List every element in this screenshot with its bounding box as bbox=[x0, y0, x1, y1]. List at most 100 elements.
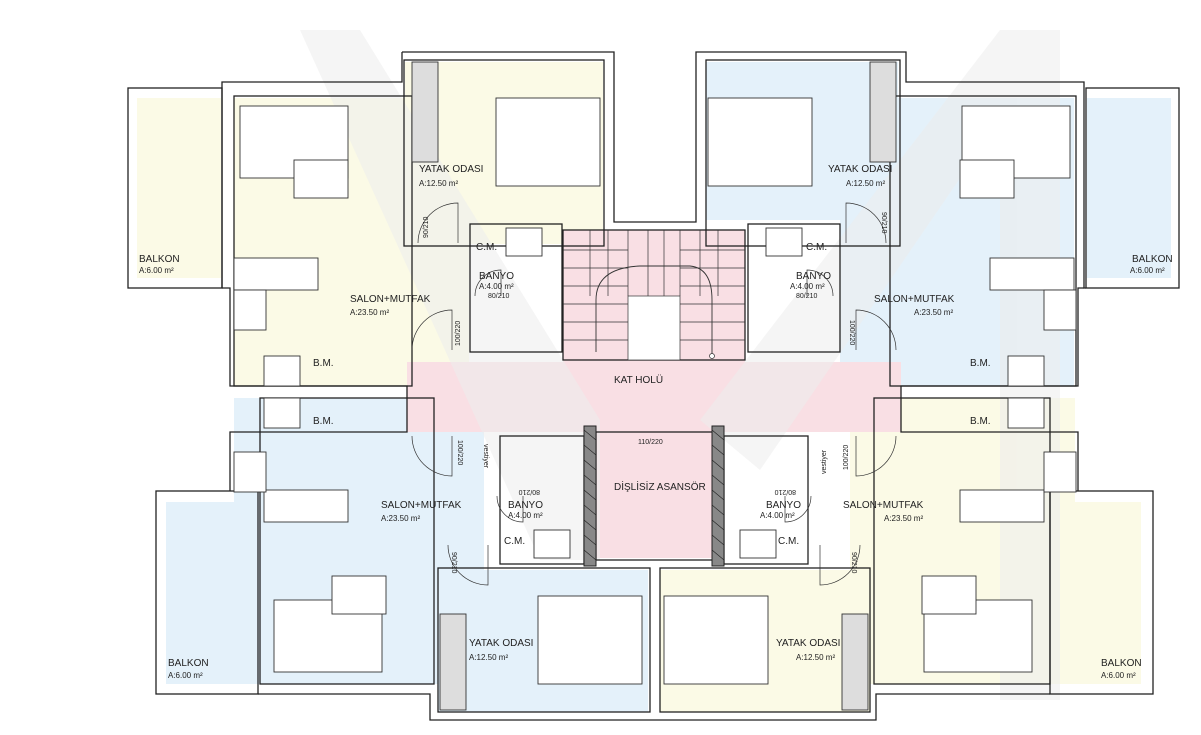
hob-tl bbox=[233, 289, 267, 331]
bed-tl bbox=[495, 97, 601, 187]
br-living-door: 100/220 bbox=[843, 445, 850, 470]
tr-bath-name: BANYO bbox=[796, 271, 831, 282]
tr-bedroom-door: 90/210 bbox=[880, 212, 887, 234]
tl-bath-area: A:4.00 m² bbox=[479, 282, 514, 291]
tl-bath-door: 80/210 bbox=[488, 293, 510, 300]
wardrobe-br bbox=[841, 613, 869, 711]
counter-tr bbox=[989, 257, 1075, 291]
washbasin-tr bbox=[765, 227, 803, 257]
bl-balcony-fill bbox=[166, 502, 250, 684]
table-bl bbox=[331, 575, 387, 615]
bed-bl bbox=[537, 595, 643, 685]
table-br bbox=[921, 575, 977, 615]
bl-vestiyer-label: vestiyer bbox=[482, 444, 489, 469]
br-living-area: A:23.50 m² bbox=[884, 514, 923, 523]
br-bath-door: 80/210 bbox=[774, 488, 796, 495]
tr-balcony-area: A:6.00 m² bbox=[1130, 266, 1165, 275]
sink-tr bbox=[1007, 355, 1045, 387]
labels-top-left: YATAK ODASI A:12.50 m² 90/210 SALON+MUTF… bbox=[139, 164, 514, 369]
bed-br bbox=[663, 595, 769, 685]
elevator-shaft-walls bbox=[583, 425, 725, 567]
tl-bedroom-door: 90/210 bbox=[423, 216, 430, 238]
tl-bath-name: BANYO bbox=[479, 271, 514, 282]
bl-wc-label: C.M. bbox=[504, 536, 525, 547]
hob-bl bbox=[233, 451, 267, 493]
br-living-name: SALON+MUTFAK bbox=[843, 500, 924, 511]
hob-tr bbox=[1043, 289, 1077, 331]
tl-storage-label: B.M. bbox=[313, 358, 334, 369]
tr-bedroom-name: YATAK ODASI bbox=[828, 164, 892, 175]
tl-living-name: SALON+MUTFAK bbox=[350, 294, 431, 305]
labels-bottom-left: YATAK ODASI A:12.50 m² 90/210 SALON+MUTF… bbox=[168, 416, 543, 680]
bl-balcony-area: A:6.00 m² bbox=[168, 671, 203, 680]
tr-bath-door: 80/210 bbox=[796, 293, 818, 300]
sink-br bbox=[1007, 397, 1045, 429]
bl-bath-area: A:4.00 m² bbox=[508, 511, 543, 520]
labels-top-right: YATAK ODASI A:12.50 m² 90/210 SALON+MUTF… bbox=[790, 164, 1173, 369]
tl-balcony-area: A:6.00 m² bbox=[139, 266, 174, 275]
br-balcony-fill bbox=[1057, 502, 1141, 684]
elevator-label: DİŞLİSİZ ASANSÖR bbox=[614, 480, 706, 493]
washbasin-br bbox=[739, 529, 777, 559]
tl-living-area: A:23.50 m² bbox=[350, 308, 389, 317]
bl-bedroom-door: 90/210 bbox=[450, 552, 457, 574]
tr-bath-area: A:4.00 m² bbox=[790, 282, 825, 291]
tl-wc-label: C.M. bbox=[476, 242, 497, 253]
br-storage-label: B.M. bbox=[970, 416, 991, 427]
bl-balcony-name: BALKON bbox=[168, 658, 209, 669]
bl-living-name: SALON+MUTFAK bbox=[381, 500, 462, 511]
counter-tl bbox=[233, 257, 319, 291]
tr-wc-label: C.M. bbox=[806, 242, 827, 253]
tr-balcony-name: BALKON bbox=[1132, 254, 1173, 265]
bed-tr bbox=[707, 97, 813, 187]
wardrobe-tl bbox=[411, 61, 439, 163]
tl-bedroom-name: YATAK ODASI bbox=[419, 164, 483, 175]
washbasin-bl bbox=[533, 529, 571, 559]
br-balcony-name: BALKON bbox=[1101, 658, 1142, 669]
tl-bedroom-area: A:12.50 m² bbox=[419, 179, 458, 188]
br-bath-name: BANYO bbox=[766, 500, 801, 511]
bl-bath-door: 80/210 bbox=[518, 488, 540, 495]
furniture bbox=[233, 61, 1077, 711]
washbasin-tl bbox=[505, 227, 543, 257]
br-balcony-area: A:6.00 m² bbox=[1101, 671, 1136, 680]
tl-balcony-name: BALKON bbox=[139, 254, 180, 265]
watermark-logo bbox=[300, 30, 1060, 700]
table-tl bbox=[293, 159, 349, 199]
hob-br bbox=[1043, 451, 1077, 493]
tl-living-door: 100/220 bbox=[455, 321, 462, 346]
br-bath-area: A:4.00 m² bbox=[760, 511, 795, 520]
labels-bottom-right: YATAK ODASI A:12.50 m² 90/210 SALON+MUTF… bbox=[760, 416, 1142, 680]
br-vestiyer-label: vestiyer bbox=[821, 449, 828, 474]
br-bedroom-area: A:12.50 m² bbox=[796, 653, 835, 662]
bl-bedroom-area: A:12.50 m² bbox=[469, 653, 508, 662]
br-bedroom-door: 90/210 bbox=[850, 552, 857, 574]
wardrobe-tr bbox=[869, 61, 897, 163]
bl-living-area: A:23.50 m² bbox=[381, 514, 420, 523]
table-tr bbox=[959, 159, 1015, 199]
sink-tl bbox=[263, 355, 301, 387]
tr-living-name: SALON+MUTFAK bbox=[874, 294, 955, 305]
sink-bl bbox=[263, 397, 301, 429]
bl-bedroom-name: YATAK ODASI bbox=[469, 638, 533, 649]
counter-bl bbox=[263, 489, 349, 523]
tr-bedroom-area: A:12.50 m² bbox=[846, 179, 885, 188]
tr-living-area: A:23.50 m² bbox=[914, 308, 953, 317]
staircase bbox=[563, 230, 745, 361]
br-bedroom-name: YATAK ODASI bbox=[776, 638, 840, 649]
bl-living-door: 100/220 bbox=[456, 440, 463, 465]
doors bbox=[411, 202, 897, 586]
hall-label: KAT HOLÜ bbox=[614, 374, 663, 386]
wardrobe-bl bbox=[439, 613, 467, 711]
tr-living-door: 100/220 bbox=[848, 320, 855, 345]
labels-core: KAT HOLÜ DİŞLİSİZ ASANSÖR 110/220 bbox=[614, 374, 706, 493]
tr-balcony-fill bbox=[1087, 98, 1171, 278]
bl-storage-label: B.M. bbox=[313, 416, 334, 427]
br-wc-label: C.M. bbox=[778, 536, 799, 547]
tr-storage-label: B.M. bbox=[970, 358, 991, 369]
elevator-fill bbox=[596, 432, 714, 558]
bl-bath-name: BANYO bbox=[508, 500, 543, 511]
counter-br bbox=[959, 489, 1045, 523]
elevator-door-dim: 110/220 bbox=[638, 439, 663, 446]
